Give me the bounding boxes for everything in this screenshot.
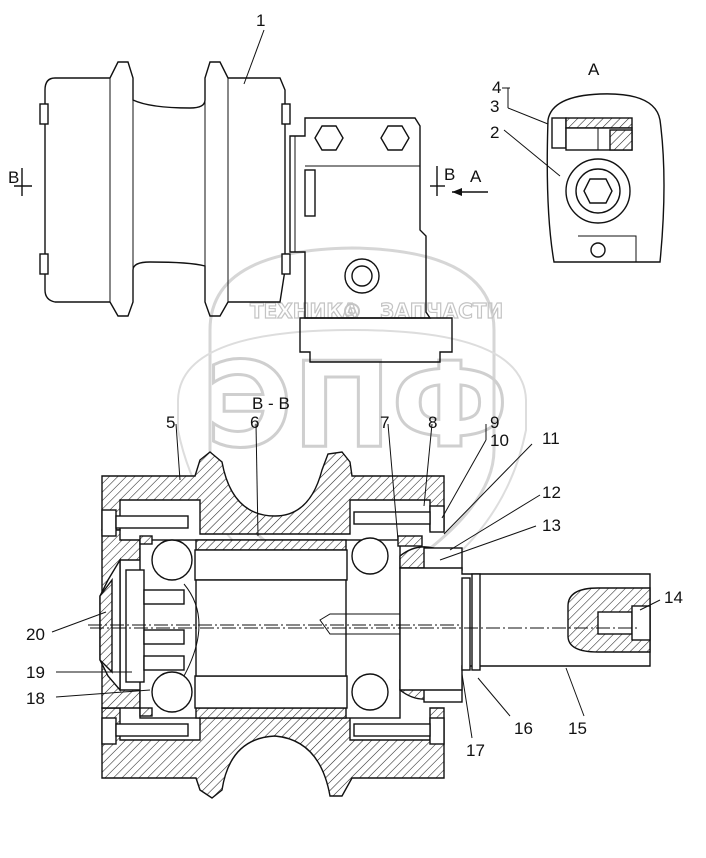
watermark-logo: ЭПФ <box>206 336 508 474</box>
callout-11: 11 <box>542 429 560 448</box>
callout-2: 2 <box>490 123 499 142</box>
section-label: B - B <box>252 394 290 413</box>
callout-9: 9 <box>490 413 499 432</box>
callout-14: 14 <box>664 588 683 607</box>
callout-15: 15 <box>568 719 587 738</box>
callout-18: 18 <box>26 689 45 708</box>
callout-17: 17 <box>466 741 485 760</box>
detail-view-a-label: A <box>588 60 600 79</box>
callout-5: 5 <box>166 413 175 432</box>
callout-13: 13 <box>542 516 561 535</box>
detail-view-a: A <box>546 60 665 263</box>
callout-16: 16 <box>514 719 533 738</box>
section-cut-right-label: B <box>444 165 455 184</box>
callout-3: 3 <box>490 97 499 116</box>
callout-1: 1 <box>256 11 265 30</box>
section-b-b: B - B <box>88 394 651 799</box>
callout-20: 20 <box>26 625 45 644</box>
callout-8: 8 <box>428 413 437 432</box>
callout-10: 10 <box>490 431 509 450</box>
callout-7: 7 <box>380 413 389 432</box>
view-arrow-label: A <box>470 167 482 186</box>
leader-lines <box>51 29 661 739</box>
watermark-right-word: ЗАПЧАСТИ <box>380 299 503 323</box>
callout-4: 4 <box>492 78 501 97</box>
watermark: ТЕХНИКА ЗАПЧАСТИ ЭПФ <box>177 246 527 622</box>
callout-19: 19 <box>26 663 45 682</box>
callout-6: 6 <box>250 413 259 432</box>
callout-numbers: 1 2 3 4 5 6 7 8 9 10 11 12 13 14 15 16 1… <box>26 11 683 760</box>
callout-12: 12 <box>542 483 561 502</box>
top-view: B B A <box>8 61 488 363</box>
section-cut-left-label: B <box>8 168 19 187</box>
